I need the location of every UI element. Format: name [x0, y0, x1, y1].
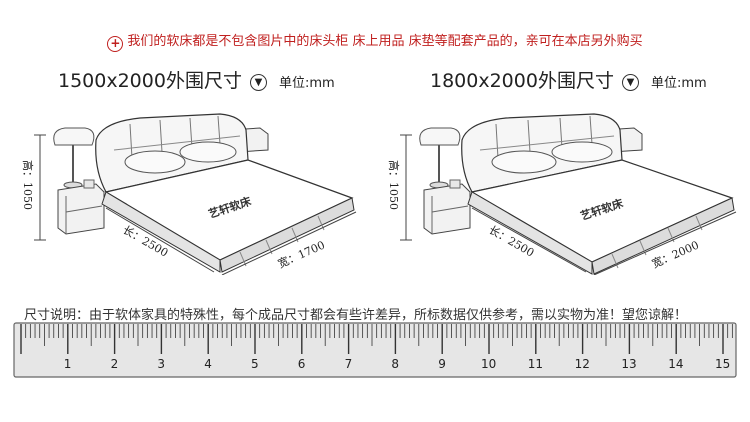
- ruler-label: 6: [298, 357, 306, 371]
- height-label: 高：1050: [21, 160, 35, 210]
- ruler-label: 14: [668, 357, 683, 371]
- ruler-label: 15: [715, 357, 730, 371]
- left-bed-illustration: 高：1050 艺轩软床 长：2500 宽：1700: [21, 113, 357, 275]
- chevron-down-icon: ▼: [621, 74, 639, 91]
- ruler-label: 2: [111, 357, 119, 371]
- left-unit: 单位:mm: [278, 76, 335, 91]
- ruler-ticks: [20, 324, 733, 354]
- ruler-label: 4: [204, 357, 212, 371]
- plus-circle-icon: +: [107, 36, 124, 52]
- notice-bar: +我们的软床都是不包含图片中的床头柜 床上用品 床垫等配套产品的，亲可在本店另外…: [0, 34, 750, 52]
- ruler-label: 8: [391, 357, 399, 371]
- size-disclaimer: 尺寸说明：由于软体家具的特殊性，每个成品尺寸都会有些许差异，所标数据仅供参考，需…: [24, 308, 688, 323]
- ruler-label: 13: [621, 357, 636, 371]
- ruler-label: 10: [481, 357, 496, 371]
- ruler-label: 11: [528, 357, 543, 371]
- ruler-label: 9: [438, 357, 446, 371]
- width-dimension-line: [221, 211, 357, 275]
- right-title-text: 1800x2000外围尺寸: [430, 70, 614, 92]
- nightstand: [53, 127, 105, 235]
- notice-text: 我们的软床都是不包含图片中的床头柜 床上用品 床垫等配套产品的，亲可在本店另外购…: [127, 34, 643, 49]
- nightstand: [419, 127, 471, 235]
- ruler-label: 7: [345, 357, 353, 371]
- ruler-label: 1: [64, 357, 72, 371]
- right-size-title: 1800x2000外围尺寸 ▼ 单位:mm: [430, 66, 707, 93]
- ruler-label: 5: [251, 357, 259, 371]
- left-size-title: 1500x2000外围尺寸 ▼ 单位:mm: [58, 66, 335, 93]
- left-title-text: 1500x2000外围尺寸: [58, 70, 242, 92]
- right-unit: 单位:mm: [650, 76, 707, 91]
- length-dimension-line: [105, 207, 215, 273]
- height-label: 高：1050: [387, 160, 401, 210]
- right-bed-illustration: 高：1050 艺轩软床 长：2500 宽：2000: [387, 113, 737, 275]
- ruler-label: 3: [157, 357, 165, 371]
- length-dimension-line: [471, 207, 587, 273]
- chevron-down-icon: ▼: [249, 74, 267, 91]
- ruler-label: 12: [575, 357, 590, 371]
- width-dimension-line: [593, 211, 737, 275]
